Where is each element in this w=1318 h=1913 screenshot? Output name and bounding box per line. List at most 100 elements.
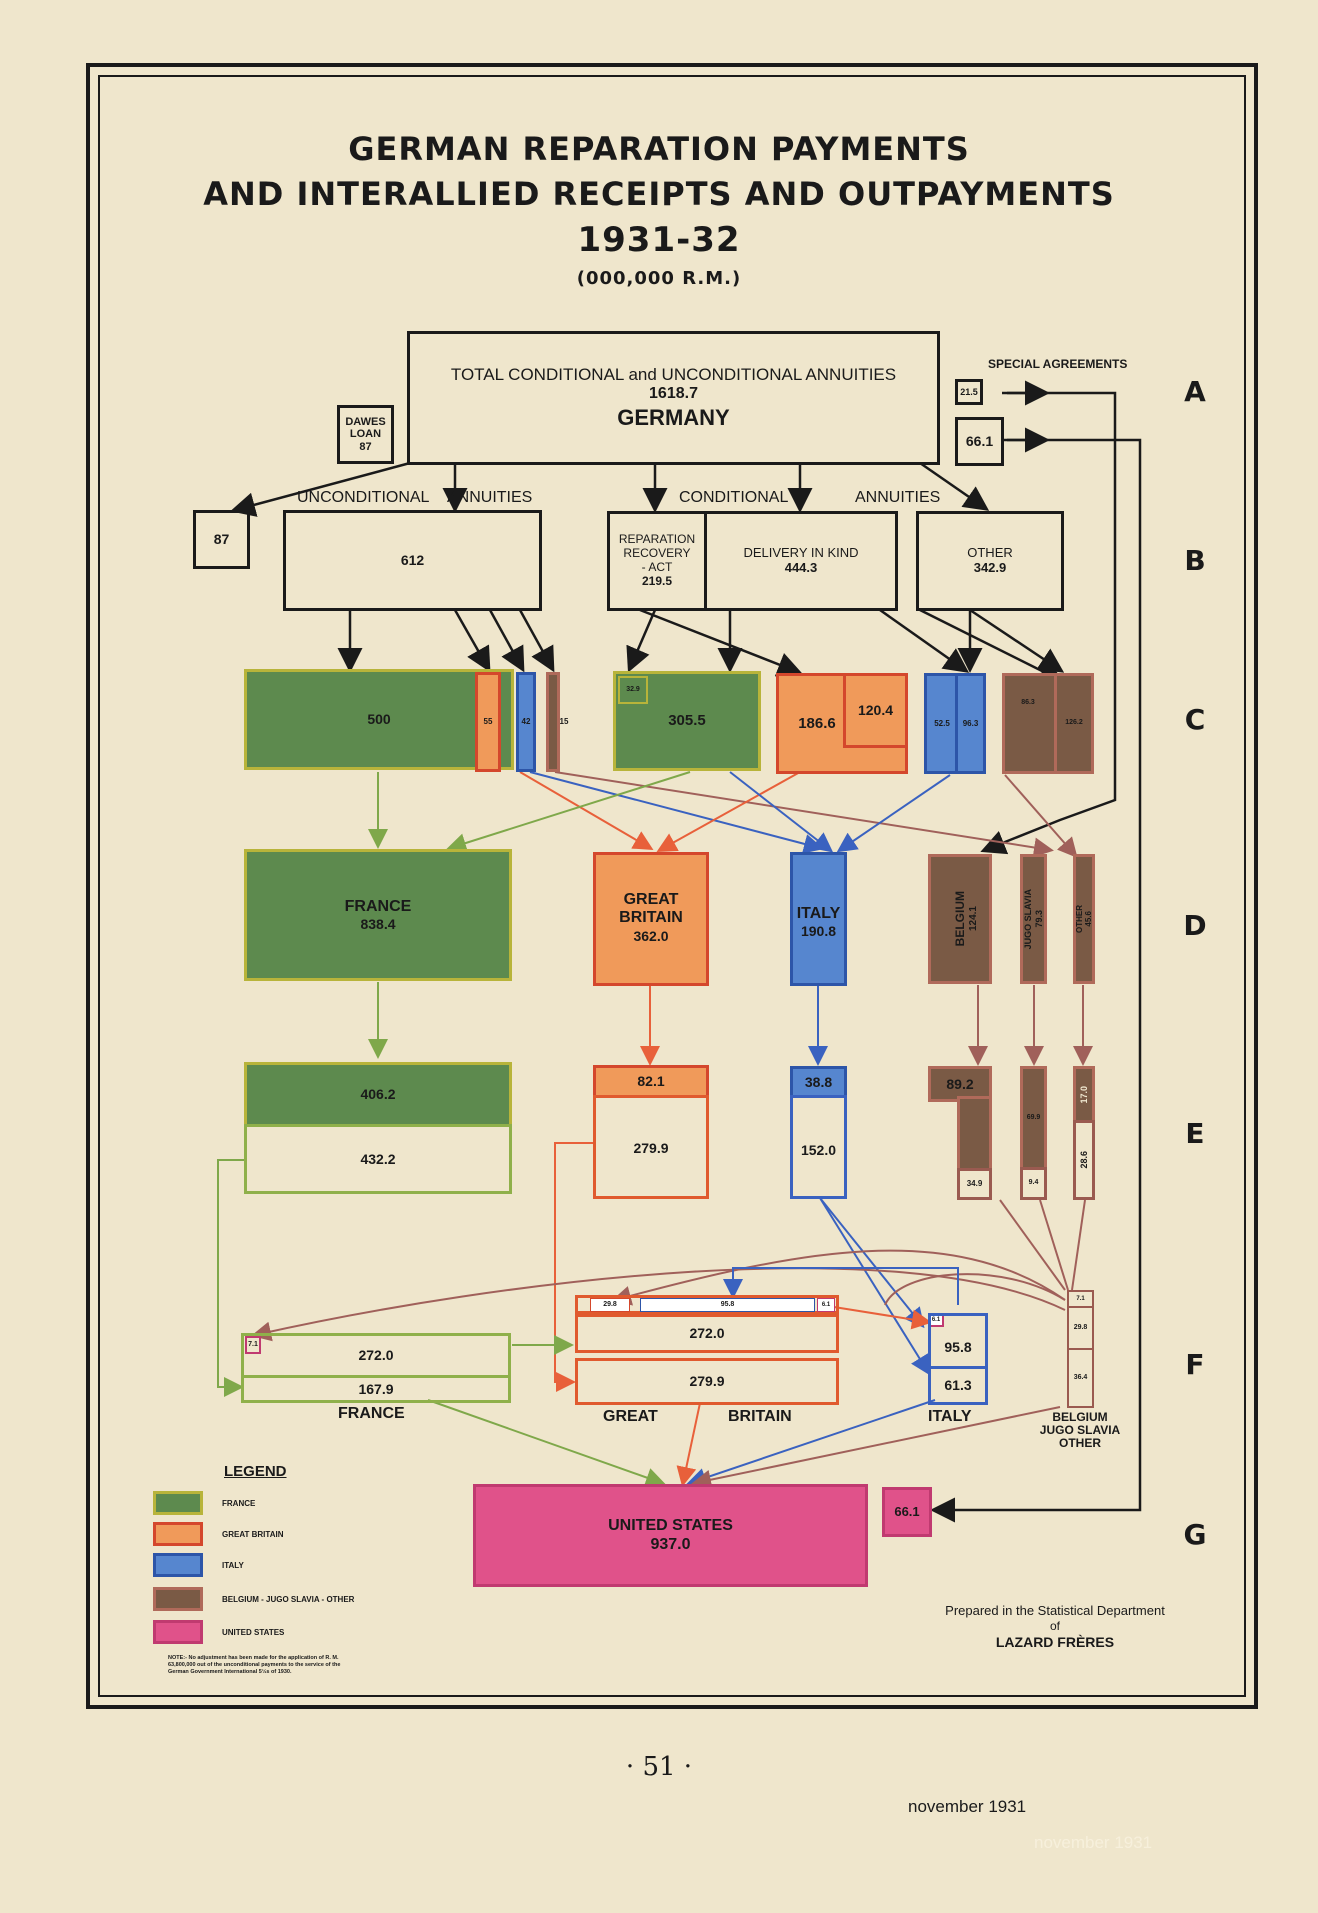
g-us-name: UNITED STATES	[608, 1517, 733, 1535]
title-line-3: 1931-32	[577, 220, 741, 260]
d-belgium-value: 124.1	[968, 906, 980, 932]
f-gb-b-value: 279.9	[689, 1373, 725, 1390]
f-italy-a-value: 95.8	[944, 1338, 972, 1355]
germany-total-box: TOTAL CONDITIONAL and UNCONDITIONAL ANNU…	[407, 331, 940, 465]
f-italy-small-value: 6.1	[931, 1316, 941, 1323]
f-bjo-name-3: OTHER	[1059, 1436, 1101, 1451]
legend-note: NOTE:- No adjustment has been made for t…	[168, 1655, 341, 1675]
row-letter-a: A	[1184, 375, 1206, 408]
other-value: 342.9	[973, 560, 1007, 575]
d-other: OTHER 45.6	[1073, 854, 1095, 984]
d-other-name: OTHER	[1074, 905, 1084, 933]
e-gb-top: 82.1	[593, 1065, 709, 1098]
d-belgium-name: BELGIUM	[953, 891, 968, 947]
footer-date-faint: november 1931	[1034, 1833, 1153, 1852]
f-france-b-value: 167.9	[358, 1380, 394, 1397]
f-gb-s3: 6.1	[817, 1298, 835, 1312]
other-box: OTHER 342.9	[916, 511, 1064, 611]
delivery-label: DELIVERY IN KIND	[743, 545, 859, 561]
f-gb-name-1: GREAT	[603, 1408, 658, 1425]
legend-swatch-belgium	[153, 1587, 203, 1611]
legend-label-france: FRANCE	[222, 1499, 256, 1508]
legend-label-italy: ITALY	[222, 1561, 244, 1570]
c-france-cond-value: 305.5	[668, 712, 706, 730]
f-france-name: FRANCE	[338, 1405, 405, 1422]
rra-line-3: - ACT	[641, 560, 673, 574]
e-other-bottom: 28.6	[1073, 1120, 1095, 1200]
f-gb-b: 279.9	[575, 1358, 839, 1405]
e-italy-bottom-value: 152.0	[800, 1142, 837, 1158]
e-belgium-top-b	[957, 1096, 992, 1171]
special-agreement-a-value: 21.5	[960, 386, 978, 397]
c-gb-small-value: 55	[483, 717, 493, 727]
e-other-top-value: 17.0	[1078, 1085, 1089, 1104]
f-gb-s1-value: 29.8	[603, 1300, 617, 1308]
d-other-value: 45.6	[1084, 911, 1093, 927]
f-gb-s1: 29.8	[590, 1298, 630, 1312]
d-italy: ITALY 190.8	[790, 852, 847, 986]
f-bjo-mid-value: 29.8	[1073, 1323, 1088, 1331]
dawes-loan-box: DAWES LOAN 87	[337, 405, 394, 464]
f-gb-a: 272.0	[575, 1314, 839, 1353]
credit-block: Prepared in the Statistical Department o…	[930, 1603, 1180, 1652]
f-gb-a-value: 272.0	[689, 1325, 725, 1342]
g-us-special: 66.1	[882, 1487, 932, 1537]
g-us-value: 937.0	[650, 1535, 691, 1553]
c-italy-a-value: 52.5	[934, 718, 950, 728]
d-france-name: FRANCE	[344, 897, 412, 915]
d-gb-value: 362.0	[633, 927, 669, 944]
e-jugo-top-value: 69.9	[1026, 1113, 1041, 1121]
f-france-small: 7.1	[245, 1336, 261, 1354]
legend-label-belgium: BELGIUM - JUGO SLAVIA - OTHER	[222, 1595, 355, 1604]
delivery-in-kind-box: DELIVERY IN KIND 444.3	[704, 511, 898, 611]
e-gb-bottom-value: 279.9	[633, 1140, 669, 1156]
special-agreement-b-value: 66.1	[965, 433, 994, 450]
rra-line-1: REPARATION	[618, 532, 696, 547]
c-gb-b-value: 120.4	[857, 702, 894, 719]
f-france-a-value: 272.0	[358, 1347, 394, 1364]
f-gb-s3-value: 6.1	[821, 1301, 831, 1308]
e-jugo-top: 69.9	[1020, 1066, 1047, 1170]
f-gb-name-2: BRITAIN	[728, 1408, 792, 1425]
credit-line-3: LAZARD FRÈRES	[995, 1634, 1115, 1651]
f-gb-strip	[575, 1295, 839, 1314]
legend-title: LEGEND	[224, 1463, 287, 1480]
c-italy-small-value: 42	[521, 717, 531, 727]
row-letter-f: F	[1185, 1348, 1205, 1381]
special-agreements-label: SPECIAL AGREEMENTS	[988, 357, 1128, 371]
e-other-bottom-value: 28.6	[1078, 1151, 1089, 1169]
d-gb-name-1: GREAT	[623, 891, 679, 908]
c-france-main: 500	[244, 669, 514, 770]
f-gb-s2-value: 95.8	[720, 1300, 735, 1308]
row-letter-c: C	[1184, 703, 1206, 736]
d-belgium: BELGIUM 124.1	[928, 854, 992, 984]
d-gb-name-2: BRITAIN	[619, 909, 683, 927]
d-italy-value: 190.8	[800, 923, 837, 940]
f-bjo-bot: 36.4	[1067, 1348, 1094, 1408]
total-annuities-value: 1618.7	[649, 384, 698, 402]
dawes-out-box: 87	[193, 510, 250, 569]
c-gb-a-value: 186.6	[798, 714, 836, 732]
footer-date: november 1931	[908, 1797, 1027, 1816]
row-letter-e: E	[1185, 1117, 1205, 1150]
row-letter-b: B	[1184, 544, 1206, 577]
rra-value: 219.5	[641, 573, 673, 588]
dawes-value: 87	[359, 440, 372, 453]
credit-line-1: Prepared in the Statistical Department	[945, 1603, 1165, 1618]
f-bjo-labels: BELGIUM JUGO SLAVIA OTHER	[1030, 1410, 1130, 1451]
c-belg-b-value: 126.2	[1065, 719, 1083, 727]
e-belgium-bottom-value: 34.9	[966, 1179, 983, 1189]
g-us-special-value: 66.1	[894, 1503, 920, 1519]
f-italy-b: 61.3	[928, 1366, 988, 1405]
credit-line-2: of	[1049, 1619, 1060, 1634]
legend-swatch-united-states	[153, 1620, 203, 1644]
e-france-top: 406.2	[244, 1062, 512, 1127]
c-gb-b: 120.4	[843, 673, 908, 748]
g-united-states: UNITED STATES 937.0	[473, 1484, 868, 1587]
e-italy-top-value: 38.8	[804, 1073, 833, 1090]
e-italy-top: 38.8	[790, 1066, 847, 1098]
f-italy-name: ITALY	[928, 1408, 972, 1425]
c-gb-small: 55	[475, 672, 501, 772]
f-bjo-name-2: JUGO SLAVIA	[1039, 1423, 1121, 1438]
f-italy-b-value: 61.3	[944, 1377, 972, 1394]
